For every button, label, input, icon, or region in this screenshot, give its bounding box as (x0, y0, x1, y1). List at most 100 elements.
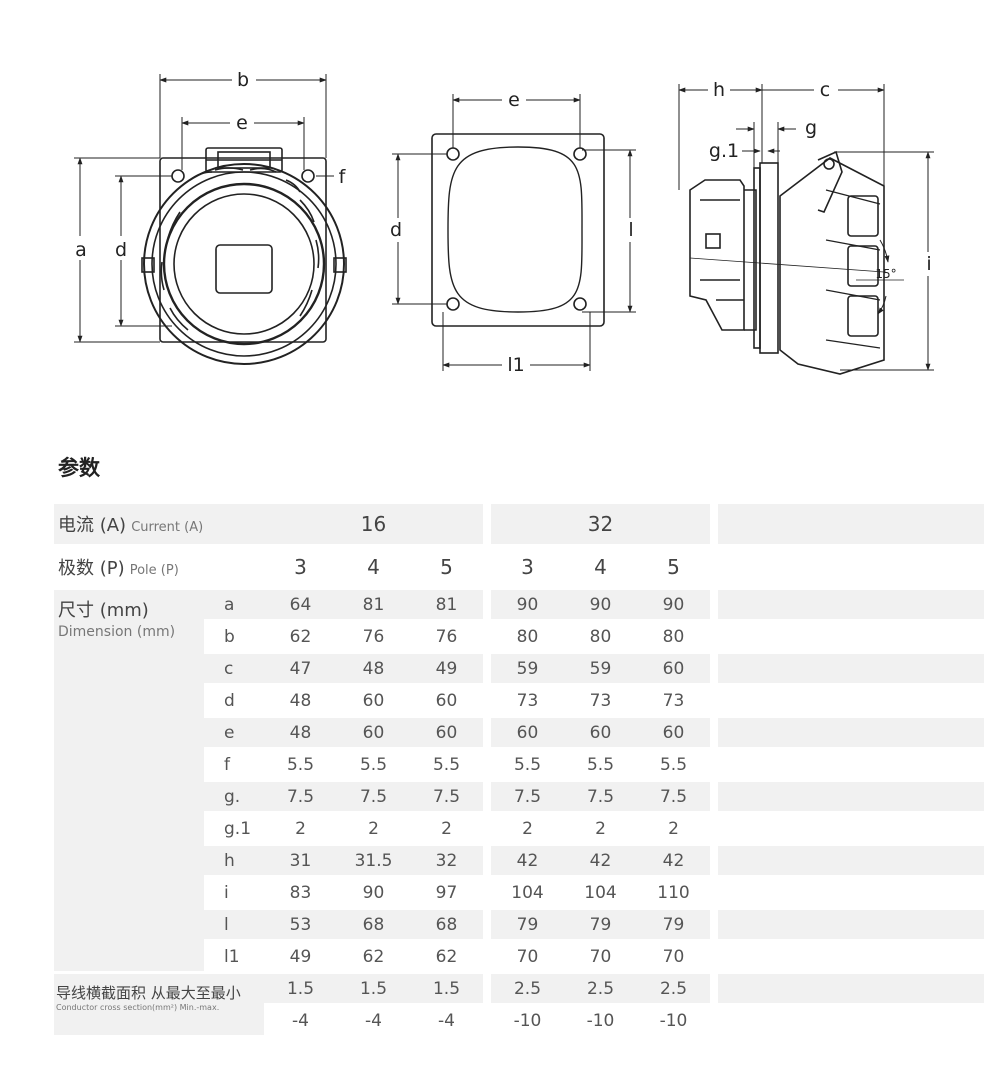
conductor-label: 导线横截面积 从最大至最小 Conductor cross section(mm… (54, 971, 264, 1035)
dim-row-e: e 48 60 60 60 60 60 (54, 715, 984, 749)
table-cell: 60 (337, 683, 410, 717)
dim-key: a (204, 587, 264, 621)
angle-label: 15° (875, 267, 896, 281)
table-cell: 60 (637, 715, 710, 749)
current-label-en: Current (A) (131, 520, 204, 535)
table-cell: 110 (637, 875, 710, 909)
cutout-view-labels: e d l l1 (386, 88, 638, 376)
table-cell: 79 (564, 907, 637, 941)
table-cell: 90 (637, 587, 710, 621)
table-cell: 104 (564, 875, 637, 909)
dim-label-e: e (236, 112, 248, 134)
dim-row-g: g. 7.5 7.5 7.5 7.5 7.5 7.5 (54, 779, 984, 813)
table-cell: 42 (564, 843, 637, 877)
table-cell: 90 (564, 587, 637, 621)
table-cell: 31 (264, 843, 337, 877)
table-cell: 60 (410, 715, 483, 749)
dim-row-h: h 31 31.5 32 42 42 42 (54, 843, 984, 877)
table-cell: -10 (637, 1003, 710, 1035)
table-cell: -4 (337, 1003, 410, 1035)
table-cell: 42 (491, 843, 564, 877)
table-cell: 62 (337, 939, 410, 973)
table-cell: 2.5 (637, 971, 710, 1005)
table-cell: 60 (564, 715, 637, 749)
technical-drawings: b e a d f e d l l1 (68, 68, 936, 376)
table-cell: 48 (264, 683, 337, 717)
table-cell: -4 (410, 1003, 483, 1035)
table-cell: 62 (410, 939, 483, 973)
dim-key: h (204, 843, 264, 877)
front-view-dimensions (74, 74, 334, 343)
table-cell: 32 (410, 843, 483, 877)
pole-cell: 4 (564, 544, 637, 589)
table-cell: 81 (337, 587, 410, 621)
dim-label-d: d (115, 239, 127, 261)
front-view-drawing (141, 147, 347, 365)
table-cell: 49 (410, 651, 483, 685)
table-cell: 73 (564, 683, 637, 717)
table-cell: 64 (264, 587, 337, 621)
pole-cell: 5 (410, 544, 483, 589)
table-cell: 2 (337, 811, 410, 845)
table-cell: 5.5 (637, 747, 710, 781)
pole-label-cn: 极数 (P) (58, 558, 125, 579)
current-label: 电流 (A) Current (A) (54, 501, 264, 546)
table-cell: 70 (491, 939, 564, 973)
table-cell: 1.5 (410, 971, 483, 1005)
table-cell: 48 (264, 715, 337, 749)
side-view-drawing (689, 150, 885, 375)
table-cell: 5.5 (410, 747, 483, 781)
current-blank (718, 501, 984, 546)
table-cell: 49 (264, 939, 337, 973)
table-cell: 2 (410, 811, 483, 845)
table-cell: -10 (564, 1003, 637, 1035)
dim-row-l: l 53 68 68 79 79 79 (54, 907, 984, 941)
dim-label-d-cutout: d (390, 219, 402, 241)
table-cell: 59 (564, 651, 637, 685)
cutout-view-dimensions (392, 94, 636, 371)
table-cell: 7.5 (264, 779, 337, 813)
dim-label-c: c (820, 79, 830, 101)
spec-table: 电流 (A) Current (A) 16 32 极数 (P) Pole (P)… (54, 501, 984, 1035)
side-view-labels: h c g g.1 i 15° (708, 78, 936, 281)
table-cell: 60 (491, 715, 564, 749)
pole-cell: 3 (264, 544, 337, 589)
table-cell: 2 (264, 811, 337, 845)
table-cell: 2 (637, 811, 710, 845)
table-cell: 2 (564, 811, 637, 845)
dim-key: i (204, 875, 264, 909)
table-cell: 5.5 (264, 747, 337, 781)
table-cell: 59 (491, 651, 564, 685)
table-cell: 2.5 (564, 971, 637, 1005)
dim-row-f: f 5.5 5.5 5.5 5.5 5.5 5.5 (54, 747, 984, 781)
dim-key: f (204, 747, 264, 781)
dim-key: d (204, 683, 264, 717)
table-cell: 70 (637, 939, 710, 973)
table-cell: 80 (637, 619, 710, 653)
current-label-cn: 电流 (A) (58, 515, 127, 536)
table-cell: 7.5 (410, 779, 483, 813)
table-cell: 60 (410, 683, 483, 717)
current-group-32: 32 (491, 501, 710, 546)
table-cell: 1.5 (264, 971, 337, 1005)
table-cell: 81 (410, 587, 483, 621)
table-cell: -4 (264, 1003, 337, 1035)
table-cell: 83 (264, 875, 337, 909)
dim-row-c: c 47 48 49 59 59 60 (54, 651, 984, 685)
dimension-label-cn: 尺寸 (mm) (58, 600, 149, 621)
table-cell: 5.5 (564, 747, 637, 781)
dim-key: c (204, 651, 264, 685)
table-cell: 97 (410, 875, 483, 909)
pole-row: 极数 (P) Pole (P) 3 4 5 3 4 5 (54, 544, 984, 589)
dim-row-b: b 62 76 76 80 80 80 (54, 619, 984, 653)
conductor-label-en: Conductor cross section(mm²) Min.-max. (56, 1003, 220, 1012)
dim-key: e (204, 715, 264, 749)
dim-row-d: d 48 60 60 73 73 73 (54, 683, 984, 717)
table-cell: 68 (410, 907, 483, 941)
pole-cell: 4 (337, 544, 410, 589)
dim-key: b (204, 619, 264, 653)
table-cell: 80 (564, 619, 637, 653)
pole-cell: 5 (637, 544, 710, 589)
table-cell: 2 (491, 811, 564, 845)
dim-row-g1: g.1 2 2 2 2 2 2 (54, 811, 984, 845)
